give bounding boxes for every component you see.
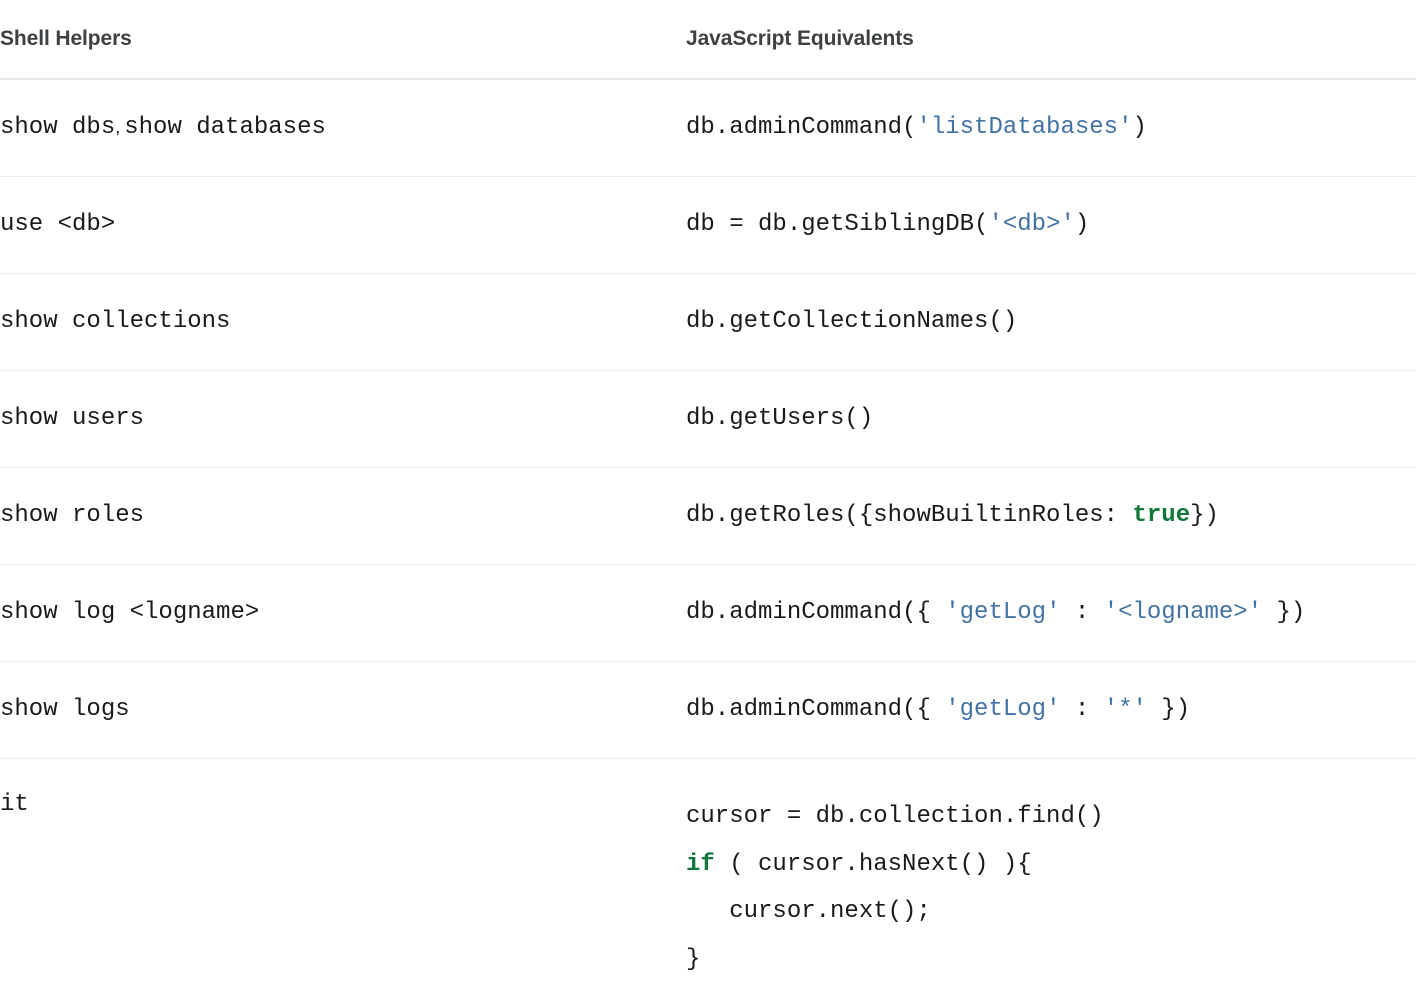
- column-header-shell-helpers-label: Shell Helpers: [0, 27, 686, 51]
- javascript-equivalent-content: db.getRoles({showBuiltinRoles: true}): [686, 504, 1416, 528]
- table-row: show log <logname> db.adminCommand({ 'get…: [0, 565, 1416, 662]
- code-token-plain: ( cursor.hasNext() ){: [715, 851, 1032, 878]
- code-line: db.adminCommand({ 'getLog' : '<logname>'…: [686, 601, 1416, 625]
- shell-command: show roles: [0, 502, 144, 529]
- shell-helper-content: show log <logname>: [0, 601, 686, 625]
- code-token-plain: }): [1190, 502, 1219, 529]
- shell-command: show collections: [0, 308, 230, 335]
- code-token-plain: db.adminCommand({: [686, 696, 945, 723]
- shell-helper-cell: show logs: [0, 662, 686, 759]
- shell-helper-cell: show dbs,show databases: [0, 79, 686, 177]
- code-line: cursor = db.collection.find(): [686, 793, 1416, 841]
- javascript-equivalent-cell: db.getUsers(): [686, 371, 1416, 468]
- code-token-plain: }): [1147, 696, 1190, 723]
- code-line: if ( cursor.hasNext() ){: [686, 841, 1416, 889]
- javascript-equivalent-content: db.adminCommand({ 'getLog' : '<logname>'…: [686, 601, 1416, 625]
- shell-helper-content: show collections: [0, 310, 686, 334]
- column-header-javascript-equivalents-label: JavaScript Equivalents: [686, 27, 1416, 51]
- code-line: db.getRoles({showBuiltinRoles: true}): [686, 504, 1416, 528]
- shell-helper-content: it: [0, 759, 686, 817]
- code-token-plain: db = db.getSiblingDB(: [686, 211, 988, 238]
- shell-command: show log <logname>: [0, 599, 259, 626]
- shell-helper-cell: use <db>: [0, 177, 686, 274]
- code-token-plain: db.adminCommand(: [686, 114, 916, 141]
- javascript-equivalent-content: db.adminCommand({ 'getLog' : '*' }): [686, 698, 1416, 722]
- code-token-string: 'getLog': [945, 599, 1060, 626]
- table-row: show logs db.adminCommand({ 'getLog' : '*…: [0, 662, 1416, 759]
- code-token-keyword: true: [1132, 502, 1190, 529]
- javascript-equivalent-cell: db.adminCommand({ 'getLog' : '*' }): [686, 662, 1416, 759]
- javascript-equivalent-cell: db.adminCommand('listDatabases'): [686, 79, 1416, 177]
- shell-helper-cell: show log <logname>: [0, 565, 686, 662]
- code-line: cursor.next();: [686, 888, 1416, 936]
- code-token-string: '<db>': [988, 211, 1074, 238]
- code-token-string: 'getLog': [945, 696, 1060, 723]
- table-row: use <db> db = db.getSiblingDB('<db>'): [0, 177, 1416, 274]
- code-token-plain: }): [1262, 599, 1305, 626]
- code-token-plain: cursor = db.collection.find(): [686, 803, 1104, 830]
- shell-command: show users: [0, 405, 144, 432]
- shell-helper-cell: show collections: [0, 274, 686, 371]
- shell-command: show dbs: [0, 114, 115, 141]
- shell-command: show databases: [124, 114, 326, 141]
- code-token-plain: :: [1060, 696, 1103, 723]
- javascript-equivalent-cell: db.getRoles({showBuiltinRoles: true}): [686, 468, 1416, 565]
- shell-command: use <db>: [0, 211, 115, 238]
- code-token-string: '<logname>': [1104, 599, 1262, 626]
- code-token-plain: db.getUsers(): [686, 405, 873, 432]
- javascript-equivalent-content: db = db.getSiblingDB('<db>'): [686, 213, 1416, 237]
- code-line: db.getUsers(): [686, 407, 1416, 431]
- javascript-equivalent-content: cursor = db.collection.find() if ( cursor…: [686, 759, 1416, 983]
- column-header-javascript-equivalents: JavaScript Equivalents: [686, 0, 1416, 79]
- code-token-plain: ): [1132, 114, 1146, 141]
- javascript-equivalent-cell: db = db.getSiblingDB('<db>'): [686, 177, 1416, 274]
- shell-helper-content: show roles: [0, 504, 686, 528]
- table-row: show collections db.getCollectionNames(): [0, 274, 1416, 371]
- code-token-plain: db.getCollectionNames(): [686, 308, 1017, 335]
- javascript-equivalent-content: db.getCollectionNames(): [686, 310, 1416, 334]
- code-token-string: '*': [1104, 696, 1147, 723]
- table-row: show users db.getUsers(): [0, 371, 1416, 468]
- code-token-keyword: if: [686, 851, 715, 878]
- shell-helper-content: show users: [0, 407, 686, 431]
- shell-command: show logs: [0, 696, 130, 723]
- javascript-equivalent-cell: db.getCollectionNames(): [686, 274, 1416, 371]
- shell-helper-content: show logs: [0, 698, 686, 722]
- table-header: Shell Helpers JavaScript Equivalents: [0, 0, 1416, 79]
- shell-helper-cell: show users: [0, 371, 686, 468]
- code-token-string: 'listDatabases': [916, 114, 1132, 141]
- shell-helper-content: use <db>: [0, 213, 686, 237]
- code-token-plain: ): [1075, 211, 1089, 238]
- javascript-equivalent-content: db.getUsers(): [686, 407, 1416, 431]
- javascript-equivalent-cell: cursor = db.collection.find() if ( cursor…: [686, 759, 1416, 983]
- code-line: db = db.getSiblingDB('<db>'): [686, 213, 1416, 237]
- column-header-shell-helpers: Shell Helpers: [0, 0, 686, 79]
- shell-command: it: [0, 791, 29, 818]
- code-token-plain: db.getRoles({showBuiltinRoles:: [686, 502, 1132, 529]
- code-line: db.getCollectionNames(): [686, 310, 1416, 334]
- table-row: show roles db.getRoles({showBuiltinRoles:…: [0, 468, 1416, 565]
- table-row: it cursor = db.collection.find() if ( curs…: [0, 759, 1416, 983]
- shell-helper-content: show dbs,show databases: [0, 116, 686, 140]
- code-line: db.adminCommand({ 'getLog' : '*' }): [686, 698, 1416, 722]
- table-header-row: Shell Helpers JavaScript Equivalents: [0, 0, 1416, 79]
- code-token-plain: }: [686, 946, 700, 973]
- javascript-equivalent-cell: db.adminCommand({ 'getLog' : '<logname>'…: [686, 565, 1416, 662]
- javascript-equivalent-content: db.adminCommand('listDatabases'): [686, 116, 1416, 140]
- code-line: db.adminCommand('listDatabases'): [686, 116, 1416, 140]
- shell-command-separator: ,: [115, 117, 124, 137]
- code-line: }: [686, 936, 1416, 983]
- shell-helper-cell: it: [0, 759, 686, 983]
- code-token-plain: :: [1060, 599, 1103, 626]
- shell-helper-cell: show roles: [0, 468, 686, 565]
- code-token-plain: cursor.next();: [686, 898, 931, 925]
- code-token-plain: db.adminCommand({: [686, 599, 945, 626]
